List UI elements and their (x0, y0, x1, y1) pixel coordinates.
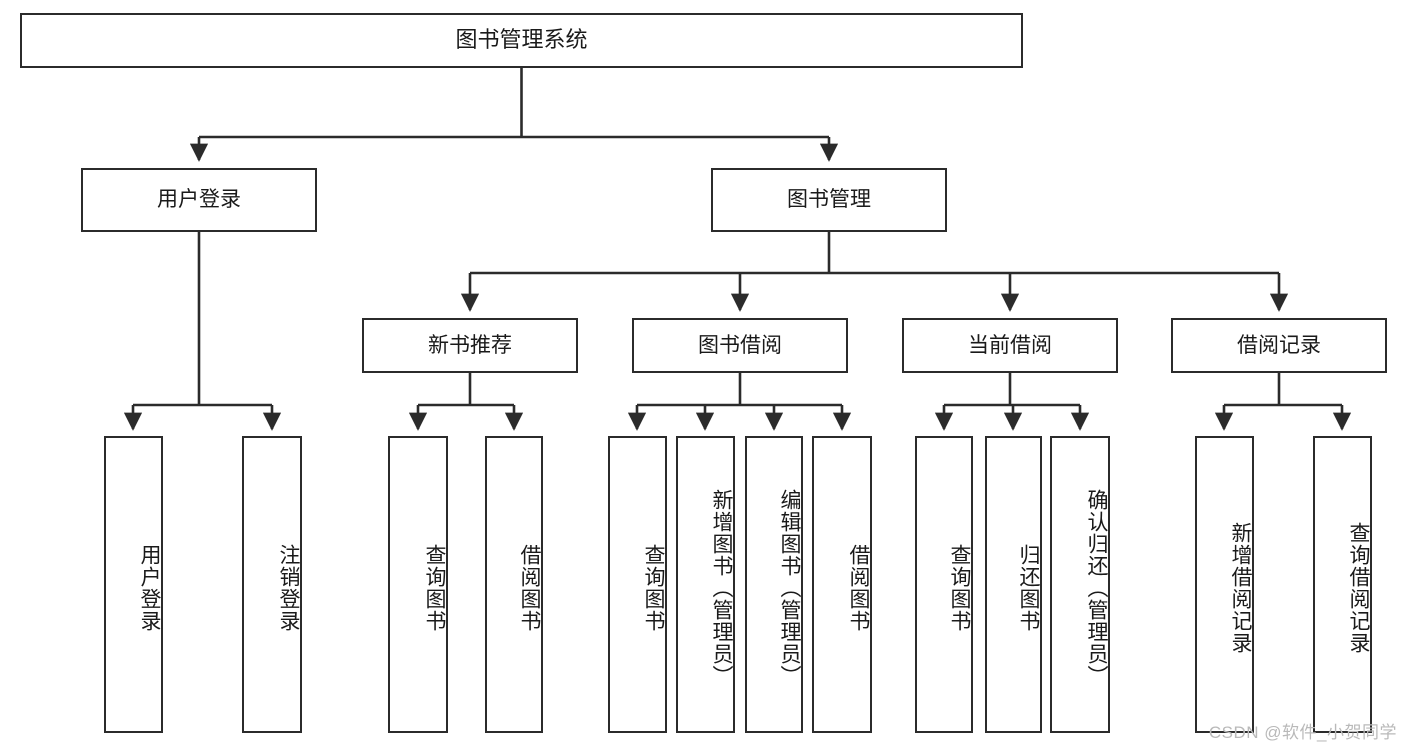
leaf-borrow-book-recommend[interactable]: 借阅图书 (485, 436, 543, 733)
leaf-return-book[interactable]: 归还图书 (985, 436, 1042, 733)
leaf-edit-book-admin[interactable]: 编辑图书（管理员） (745, 436, 803, 733)
leaf-query-book-current[interactable]: 查询图书 (915, 436, 973, 733)
node-borrow-record[interactable]: 借阅记录 (1171, 318, 1387, 373)
node-book-management[interactable]: 图书管理 (711, 168, 947, 232)
node-book-borrow[interactable]: 图书借阅 (632, 318, 848, 373)
leaf-confirm-return-admin[interactable]: 确认归还（管理员） (1050, 436, 1110, 733)
watermark: CSDN @软件_小贺同学 (1208, 723, 1397, 742)
node-current-borrow[interactable]: 当前借阅 (902, 318, 1118, 373)
leaf-borrow-book[interactable]: 借阅图书 (812, 436, 872, 733)
leaf-query-book-recommend[interactable]: 查询图书 (388, 436, 448, 733)
node-user-login[interactable]: 用户登录 (81, 168, 317, 232)
node-root[interactable]: 图书管理系统 (20, 13, 1023, 68)
leaf-query-borrow-record[interactable]: 查询借阅记录 (1313, 436, 1372, 733)
leaf-user-login[interactable]: 用户登录 (104, 436, 163, 733)
leaf-add-borrow-record[interactable]: 新增借阅记录 (1195, 436, 1254, 733)
leaf-logout[interactable]: 注销登录 (242, 436, 302, 733)
node-new-book-recommend[interactable]: 新书推荐 (362, 318, 578, 373)
leaf-add-book-admin[interactable]: 新增图书（管理员） (676, 436, 735, 733)
leaf-query-book-borrow[interactable]: 查询图书 (608, 436, 667, 733)
